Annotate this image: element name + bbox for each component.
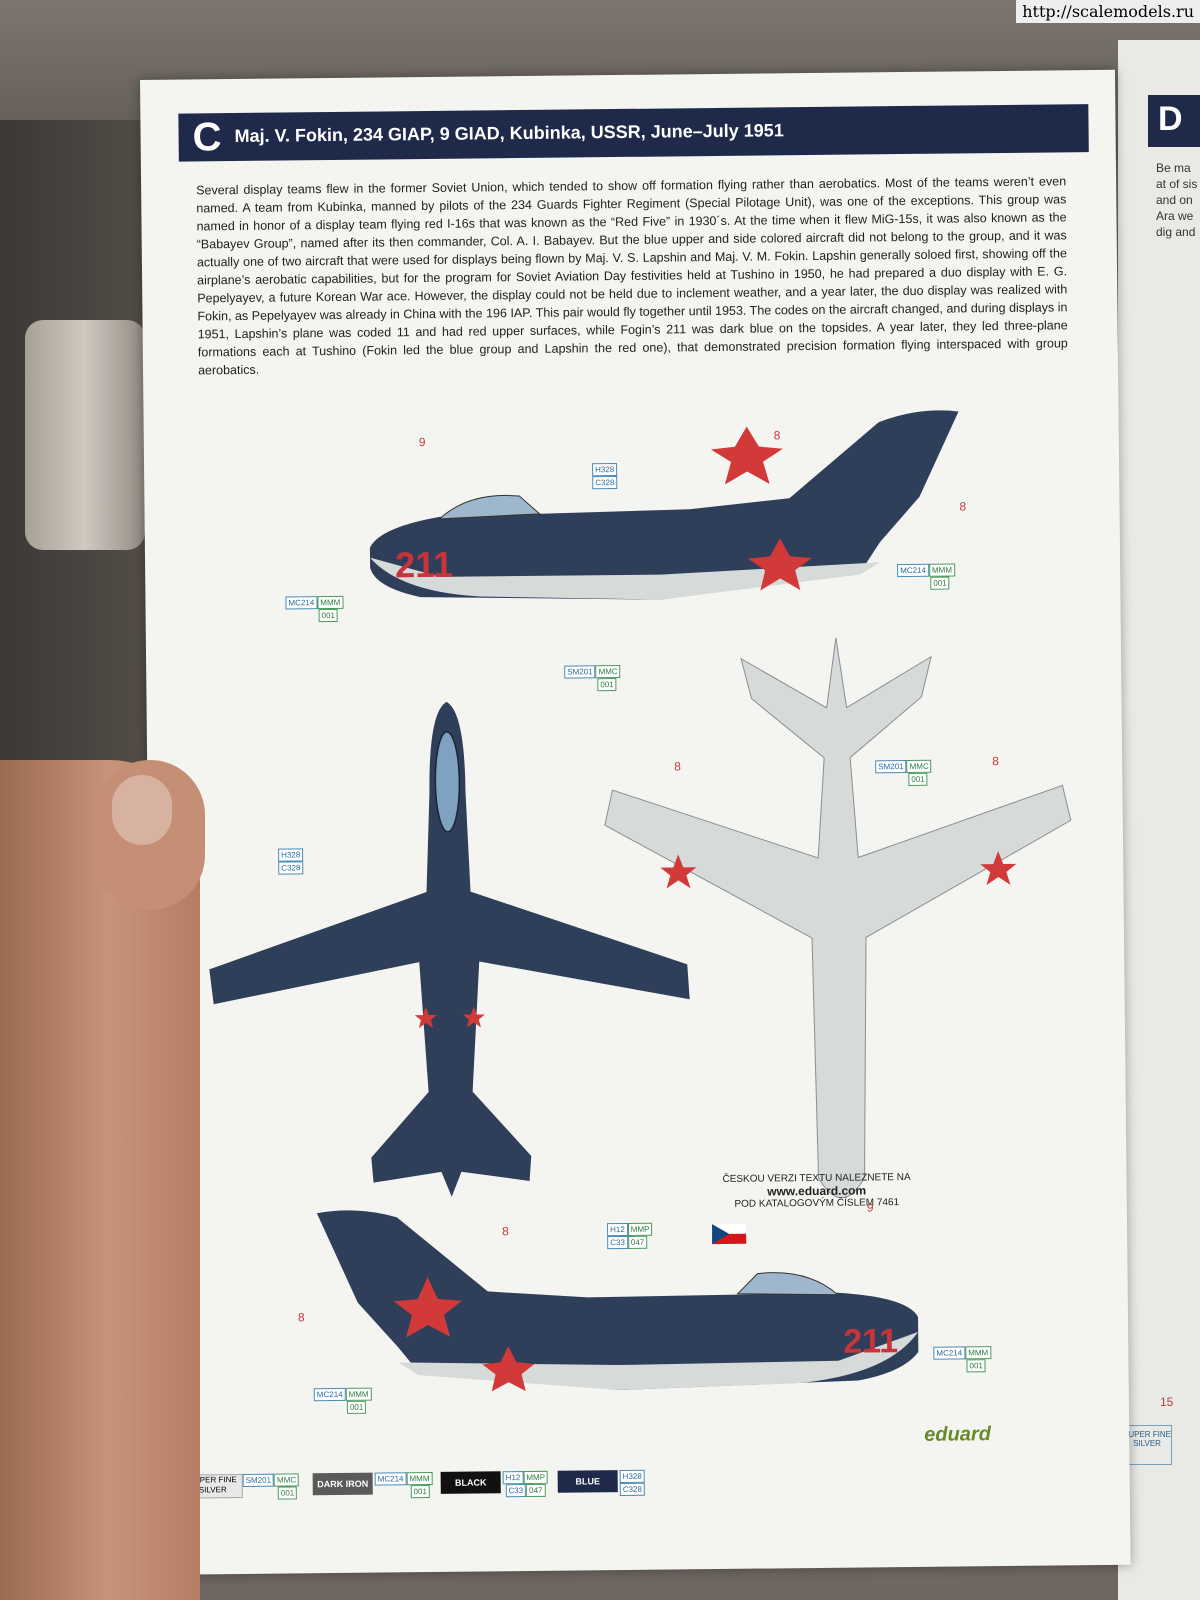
paint-code: C33 xyxy=(505,1484,527,1498)
side-view-right: 211 xyxy=(316,1210,919,1392)
glass-cup xyxy=(25,320,145,550)
paint-code: MMM xyxy=(928,563,956,577)
bottom-view xyxy=(604,637,1072,1198)
paint-code: 001 xyxy=(410,1485,430,1499)
thumbnail xyxy=(112,775,172,845)
callout-9: 9 xyxy=(866,1200,874,1215)
aircraft-code: 211 xyxy=(843,1322,898,1361)
next-page-header xyxy=(1148,95,1200,147)
paint-code: MMM xyxy=(965,1346,992,1360)
paint-code: MC214 xyxy=(374,1472,407,1486)
paint-code: MMC xyxy=(906,759,932,774)
profile-letter: C xyxy=(192,115,222,160)
next-page-text: Be ma at of sis and on Ara we dig and xyxy=(1156,161,1198,239)
paint-callout: H328 C328 xyxy=(278,848,304,875)
paint-code: MC214 xyxy=(933,1346,966,1360)
paint-code: SM201 xyxy=(875,760,907,774)
paint-code: H328 xyxy=(592,463,618,477)
paint-code: 001 xyxy=(930,576,950,590)
paint-code: H12 xyxy=(502,1471,524,1485)
legend-blue: BLUE xyxy=(557,1470,618,1493)
paint-code: C328 xyxy=(619,1482,645,1497)
paint-code: MMP xyxy=(627,1222,653,1236)
paint-code: MMC xyxy=(273,1473,300,1487)
paint-code: MMM xyxy=(406,1472,433,1486)
paint-code: 001 xyxy=(966,1359,986,1373)
callout-8: 8 xyxy=(297,1310,305,1325)
profile-header: C Maj. V. Fokin, 234 GIAP, 9 GIAD, Kubin… xyxy=(178,104,1089,162)
paint-code: C328 xyxy=(592,476,618,490)
paint-code: MC214 xyxy=(313,1387,346,1402)
paint-code: MC214 xyxy=(285,596,318,610)
paint-code: SM201 xyxy=(242,1473,275,1488)
legend-black: BLACK xyxy=(440,1471,501,1494)
paint-code: H328 xyxy=(278,848,304,862)
instruction-page: C Maj. V. Fokin, 234 GIAP, 9 GIAD, Kubin… xyxy=(140,69,1131,1575)
paint-code: C33 xyxy=(607,1235,628,1250)
paint-code: MMP xyxy=(523,1470,549,1485)
next-page xyxy=(1118,40,1200,1600)
paint-code: H328 xyxy=(619,1469,645,1484)
watermark: http://scalemodels.ru xyxy=(1016,0,1200,23)
callout-8: 8 xyxy=(959,499,967,514)
paint-code: 047 xyxy=(627,1235,648,1249)
paint-code: 001 xyxy=(318,608,339,623)
callout-8: 8 xyxy=(674,759,681,774)
czech-flag-icon xyxy=(712,1223,747,1245)
next-page-letter: D xyxy=(1158,100,1183,138)
top-view xyxy=(209,701,690,1197)
callout-8: 8 xyxy=(773,428,781,443)
next-page-callout: 15 xyxy=(1160,1395,1174,1409)
paint-code: 047 xyxy=(526,1483,546,1498)
paint-code: 001 xyxy=(277,1486,298,1500)
paint-code: MMM xyxy=(317,595,344,610)
paint-code: C328 xyxy=(278,861,304,875)
paint-code: 001 xyxy=(908,772,928,786)
eduard-logo: eduard xyxy=(924,1423,992,1446)
legend-dark-iron: DARK IRON xyxy=(312,1472,373,1496)
side-view-left: 211 xyxy=(369,410,959,600)
aircraft-code: 211 xyxy=(395,544,454,586)
paint-code: H12 xyxy=(606,1222,628,1237)
paint-code: MMM xyxy=(345,1387,372,1401)
paint-code: MC214 xyxy=(897,563,930,578)
paint-callout: H328 C328 xyxy=(592,463,618,490)
legend-blue-codes: H328 C328 xyxy=(619,1469,645,1497)
callout-8: 8 xyxy=(992,754,999,769)
profile-title: Maj. V. Fokin, 234 GIAP, 9 GIAD, Kubinka… xyxy=(234,120,784,147)
paint-code: 001 xyxy=(346,1400,367,1414)
callout-9: 9 xyxy=(418,435,426,450)
paint-code: SM201 xyxy=(564,665,596,679)
callout-8: 8 xyxy=(502,1224,509,1239)
history-text: Several display teams flew in the former… xyxy=(196,174,1068,378)
